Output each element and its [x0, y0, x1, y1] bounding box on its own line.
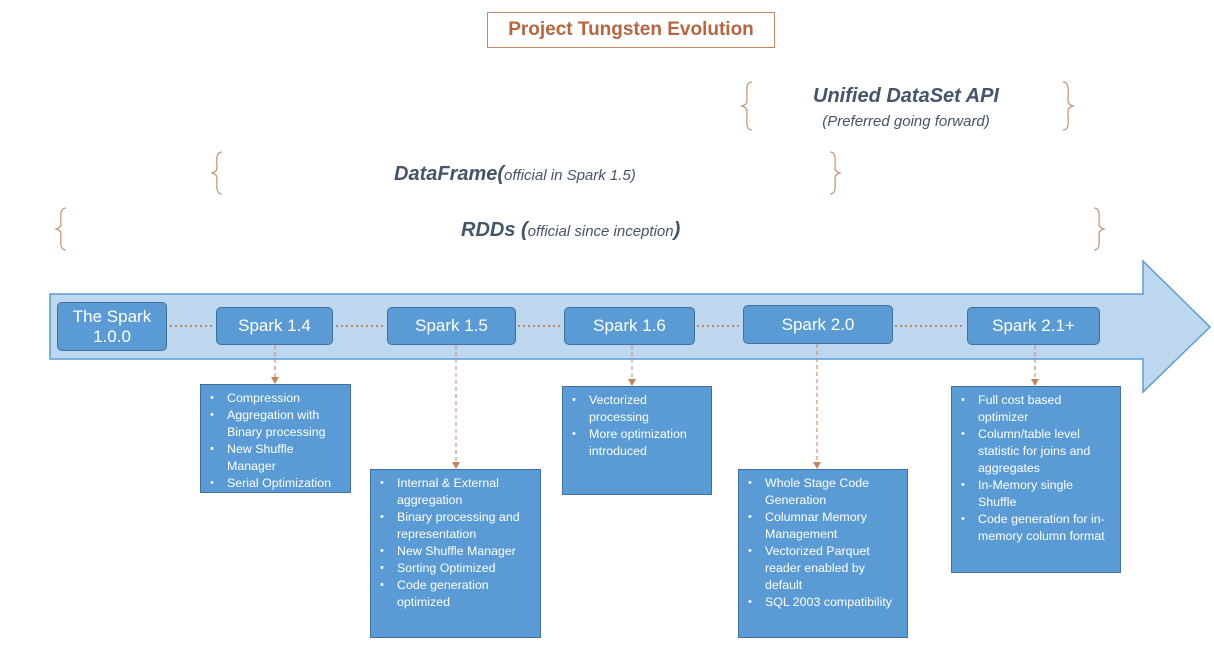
- rdds-label: RDDs (official since inception): [461, 219, 680, 242]
- feature-item: New Shuffle Manager: [380, 543, 534, 560]
- milestone-spark-1-4: Spark 1.4: [216, 307, 333, 345]
- dataset-right-brace: [1062, 81, 1076, 131]
- dataset-api-note: (Preferred going forward): [822, 113, 990, 130]
- arrowhead: [1031, 379, 1039, 386]
- arrowhead: [271, 377, 279, 384]
- features-spark-1-5: Internal & External aggregation Binary p…: [370, 469, 541, 638]
- features-spark-1-4: Compression Aggregation with Binary proc…: [200, 384, 351, 493]
- feature-item: SQL 2003 compatibility: [748, 594, 901, 611]
- feature-item: Columnar Memory Management: [748, 509, 901, 543]
- dataframe-label: DataFrame(official in Spark 1.5): [394, 163, 636, 186]
- feature-item: Sorting Optimized: [380, 560, 534, 577]
- milestone-spark-1-0-0: The Spark 1.0.0: [57, 302, 167, 351]
- rdds-right-brace: [1093, 207, 1107, 251]
- arrowhead: [813, 462, 821, 469]
- arrowhead: [452, 462, 460, 469]
- feature-item: Vectorized processing: [572, 392, 705, 426]
- feature-item: Internal & External aggregation: [380, 475, 534, 509]
- rdds-name: RDDs (: [461, 219, 528, 241]
- dataset-api-name: Unified DataSet API: [813, 85, 999, 107]
- milestone-label-line1: The Spark: [72, 306, 152, 326]
- diagram-title: Project Tungsten Evolution: [487, 12, 775, 48]
- rdds-close-paren: ): [673, 219, 681, 241]
- rdds-left-brace: [53, 207, 67, 251]
- feature-item: In-Memory single Shuffle: [961, 477, 1114, 511]
- feature-item: New Shuffle Manager: [210, 441, 344, 475]
- feature-item: Vectorized Parquet reader enabled by def…: [748, 543, 901, 594]
- feature-item: Binary processing and representation: [380, 509, 534, 543]
- dataframe-left-brace: [209, 151, 223, 195]
- dataframe-note: official in Spark 1.5): [504, 167, 636, 184]
- feature-item: Aggregation with Binary processing: [210, 407, 344, 441]
- features-spark-2-0: Whole Stage Code Generation Columnar Mem…: [738, 469, 908, 638]
- feature-item: Code generation optimized: [380, 577, 534, 611]
- dataset-left-brace: [739, 81, 753, 131]
- milestone-spark-2-1: Spark 2.1+: [967, 307, 1100, 345]
- features-spark-1-6: Vectorized processing More optimization …: [562, 386, 712, 495]
- rdds-note: official since inception: [527, 223, 674, 240]
- feature-item: Full cost based optimizer: [961, 392, 1114, 426]
- feature-item: Serial Optimization: [210, 475, 344, 492]
- features-spark-2-1: Full cost based optimizer Column/table l…: [951, 386, 1121, 573]
- arrowhead: [628, 379, 636, 386]
- milestone-spark-2-0: Spark 2.0: [743, 305, 893, 344]
- feature-item: Compression: [210, 390, 344, 407]
- milestone-spark-1-6: Spark 1.6: [564, 307, 695, 345]
- dataframe-name: DataFrame(: [394, 163, 505, 185]
- milestone-spark-1-5: Spark 1.5: [387, 307, 516, 345]
- milestone-label-line2: 1.0.0: [93, 326, 131, 346]
- dataframe-right-brace: [829, 151, 843, 195]
- feature-item: Column/table level statistic for joins a…: [961, 426, 1114, 477]
- feature-item: Code generation for in-memory column for…: [961, 511, 1114, 545]
- dataset-api-label: Unified DataSet API: [790, 85, 1022, 108]
- feature-item: More optimization introduced: [572, 426, 705, 460]
- feature-item: Whole Stage Code Generation: [748, 475, 901, 509]
